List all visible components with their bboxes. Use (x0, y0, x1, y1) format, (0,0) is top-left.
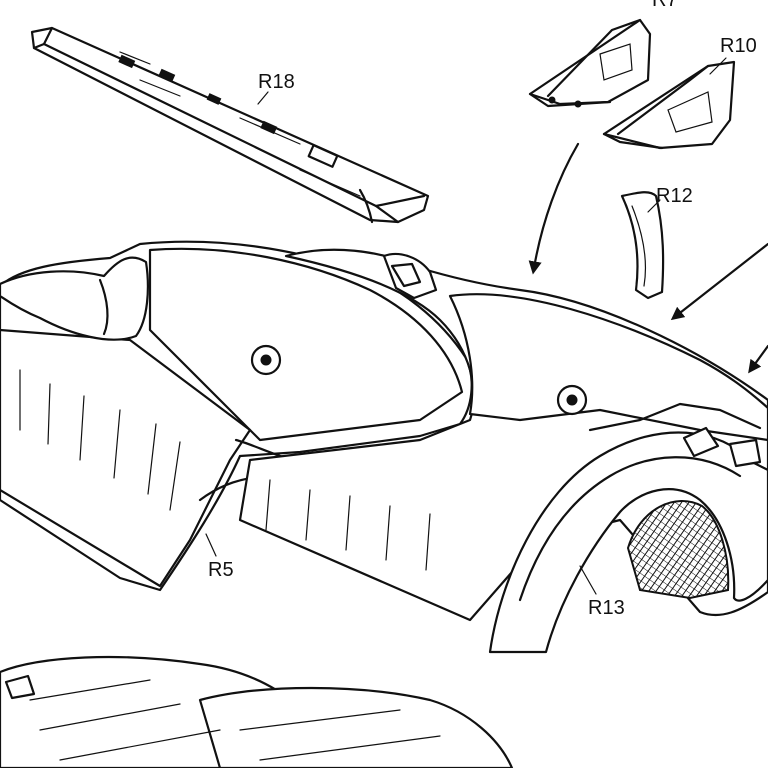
label-r13: R13 (588, 597, 625, 619)
label-r7: R7 (652, 0, 678, 11)
floor-pan-assembly (0, 240, 768, 622)
label-r18: R18 (258, 71, 295, 93)
arrow-down (528, 142, 580, 275)
curved-strip-r12-part (620, 191, 665, 300)
cross-member-part (30, 26, 430, 224)
leader-r10 (709, 57, 727, 75)
leader-r12 (647, 199, 661, 213)
wheel-arch-r13-part (488, 402, 768, 654)
label-r12: R12 (656, 185, 693, 207)
leader-r18 (257, 91, 269, 105)
part-labels: R7 R10 R12 R18 R5 R13 (208, 0, 757, 619)
lower-floor-panels (0, 655, 514, 768)
label-r10: R10 (720, 35, 757, 57)
arrow-diagonal (670, 242, 768, 321)
leader-r5 (205, 533, 217, 557)
bracket-r7-part (528, 18, 652, 108)
arrows (528, 142, 768, 374)
label-r5: R5 (208, 559, 234, 581)
bracket-r10-part (602, 60, 736, 150)
leader-r13 (579, 565, 597, 595)
arrow-edge (748, 344, 768, 374)
leader-lines (205, 57, 727, 595)
